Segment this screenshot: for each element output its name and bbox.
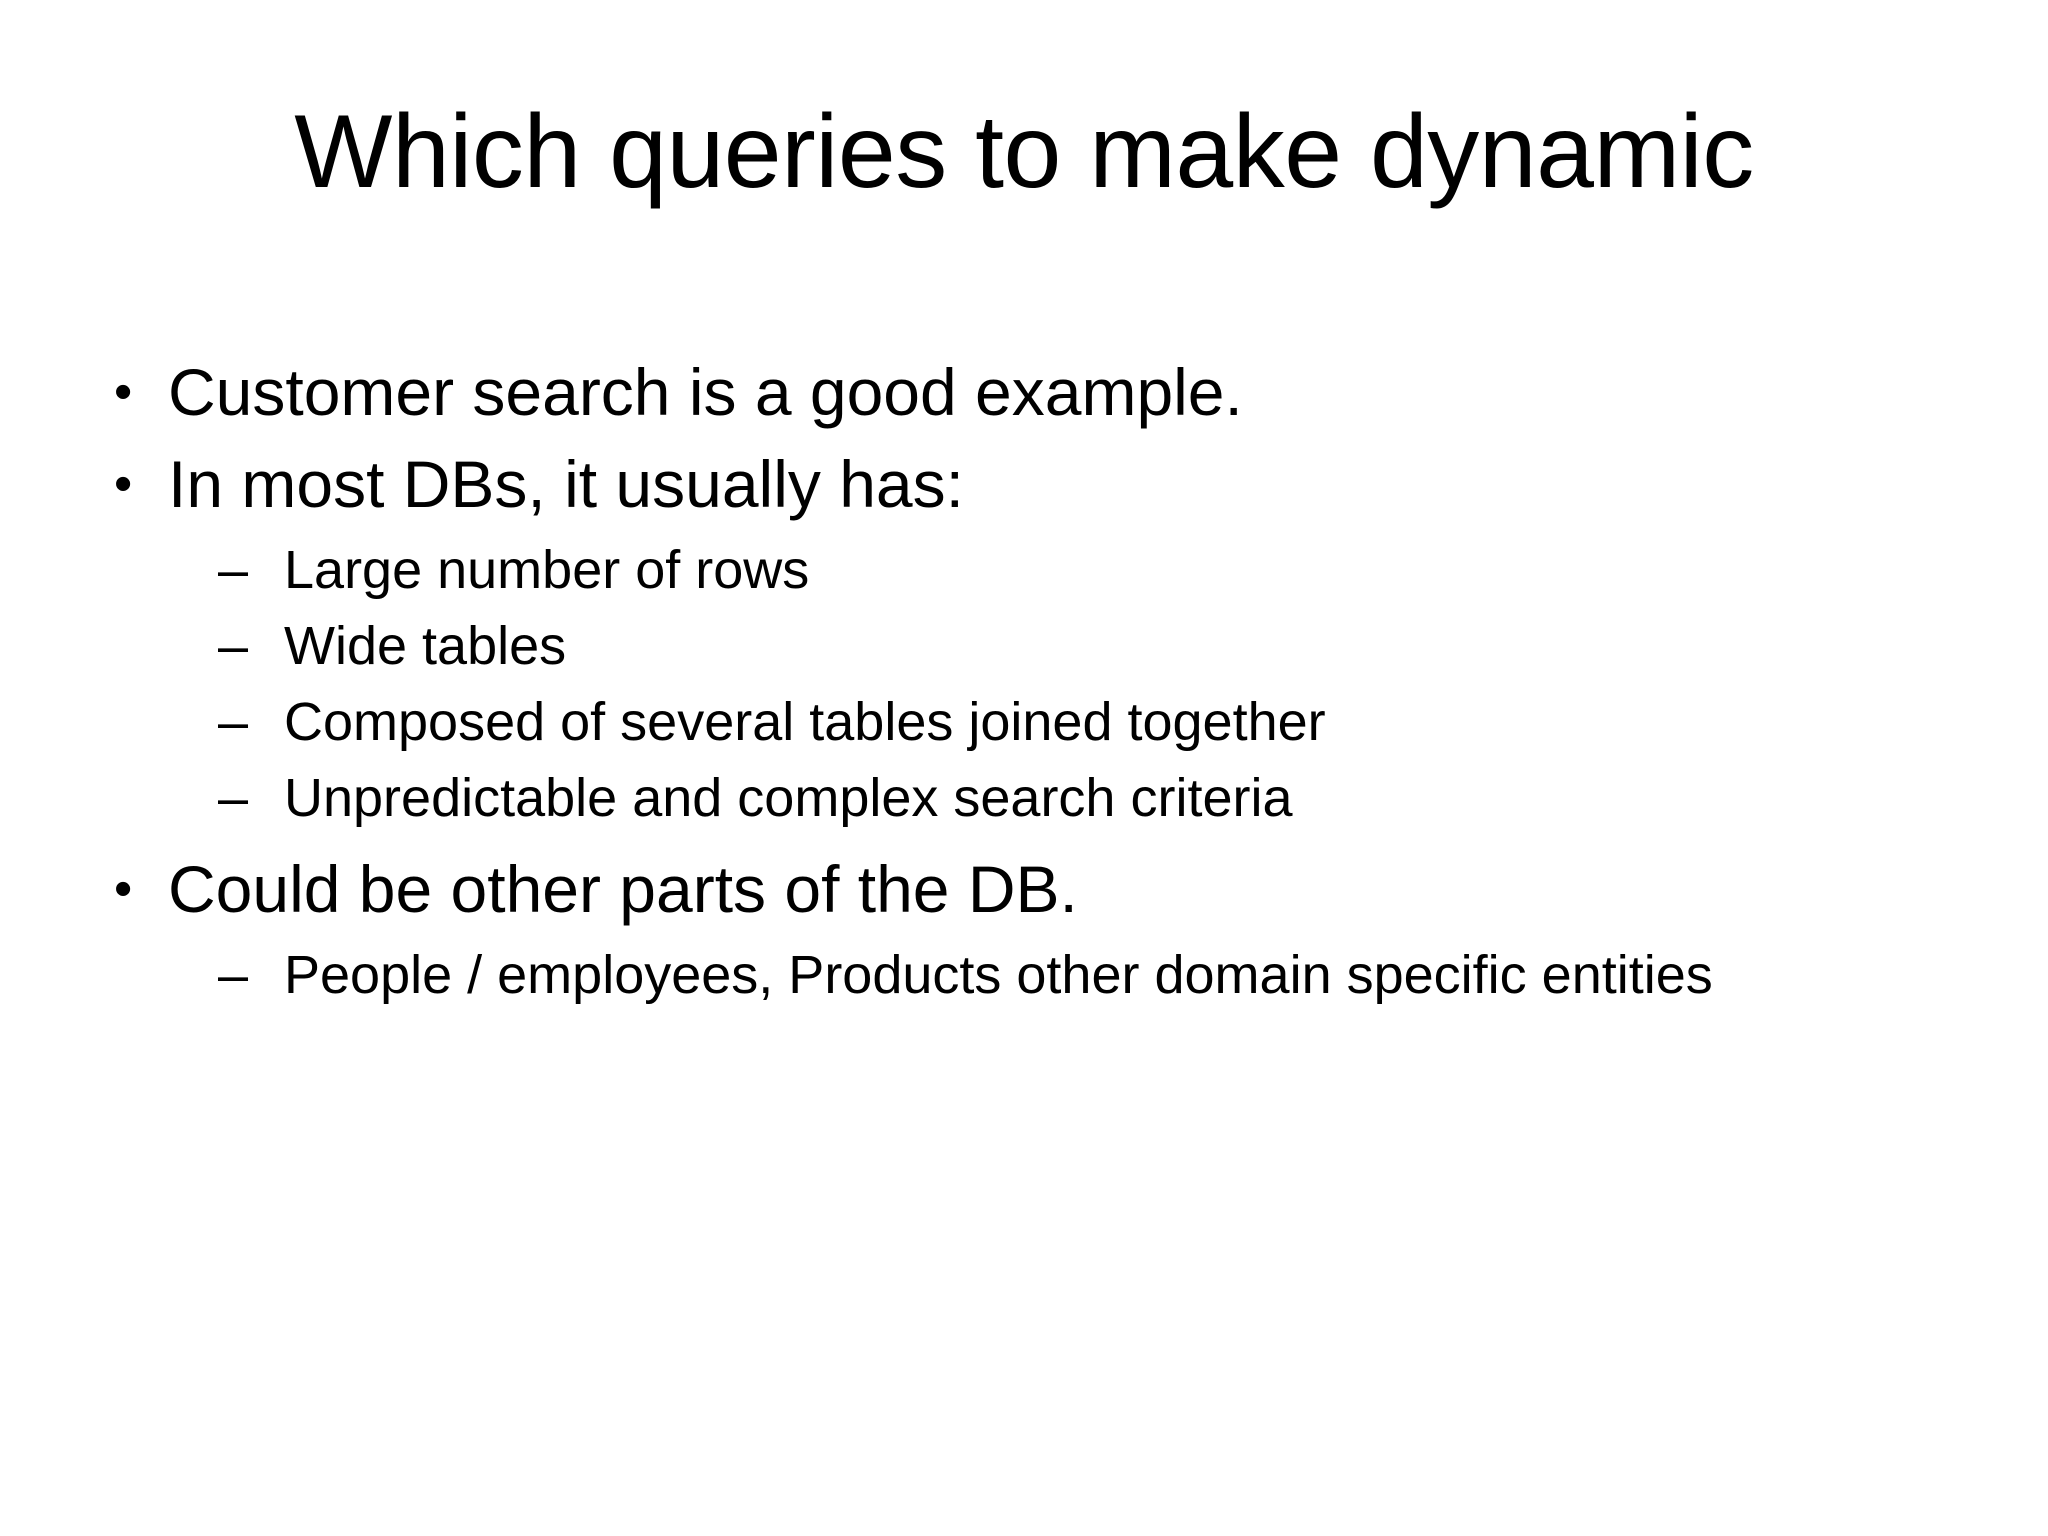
- bullet-dot-icon: •: [114, 860, 133, 919]
- bullet-text: Customer search is a good example.: [168, 355, 1243, 429]
- bullet-text: Unpredictable and complex search criteri…: [284, 767, 1293, 828]
- bullet-text: People / employees, Products other domai…: [284, 945, 1713, 1006]
- bullet-text: Large number of rows: [284, 539, 810, 600]
- bullet-item-level2: – Composed of several tables joined toge…: [96, 686, 2048, 760]
- bullet-dash-icon: –: [218, 945, 249, 1006]
- bullet-dash-icon: –: [218, 539, 249, 600]
- bullet-dash-icon: –: [218, 615, 249, 676]
- slide-title: Which queries to make dynamic: [294, 94, 1754, 210]
- bullet-item-level1: • Customer search is a good example.: [96, 350, 1976, 436]
- bullet-item-level1: • Could be other parts of the DB.: [96, 847, 1976, 933]
- bullet-dash-icon: –: [218, 691, 249, 752]
- bullet-text: Could be other parts of the DB.: [168, 852, 1078, 927]
- bullet-dash-icon: –: [218, 767, 249, 828]
- slide-body-bullet-list: • Customer search is a good example. • I…: [96, 350, 1976, 1015]
- list-spacer: [96, 837, 1976, 847]
- bullet-item-level2: – Large number of rows: [96, 534, 2048, 608]
- bullet-text: Composed of several tables joined togeth…: [284, 691, 1326, 752]
- bullet-text: Wide tables: [284, 615, 567, 676]
- bullet-dot-icon: •: [114, 363, 133, 421]
- bullet-item-level1: • In most DBs, it usually has:: [96, 442, 1976, 528]
- bullet-item-level2: – Unpredictable and complex search crite…: [96, 762, 2048, 836]
- bullet-text: In most DBs, it usually has:: [168, 446, 964, 521]
- bullet-item-level2: – Wide tables: [96, 610, 2048, 684]
- bullet-dot-icon: •: [114, 454, 133, 513]
- bullet-item-level2: – People / employees, Products other dom…: [96, 939, 2048, 1013]
